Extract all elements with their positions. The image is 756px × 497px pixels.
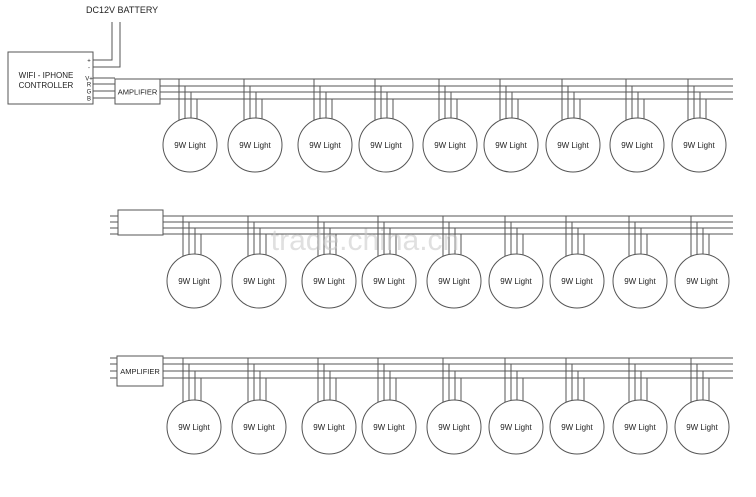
- light-circle: [162, 117, 218, 173]
- amplifier-box: [116, 355, 164, 387]
- light-label: 9W Light: [370, 141, 402, 150]
- light-circle: [231, 253, 287, 309]
- light-circle: [549, 253, 605, 309]
- light-circle: [612, 399, 668, 455]
- battery-wire-negative: [93, 22, 121, 68]
- light-circle: [166, 399, 222, 455]
- light-label: 9W Light: [243, 277, 275, 286]
- light-label: 9W Light: [438, 423, 470, 432]
- light-label: 9W Light: [561, 423, 593, 432]
- controller-pin-label: +: [87, 59, 91, 65]
- light-circle: [488, 399, 544, 455]
- light-label: 9W Light: [313, 277, 345, 286]
- light-label: 9W Light: [624, 277, 656, 286]
- amplifier-label: AMPLIFIER: [120, 367, 160, 376]
- battery-wire-positive: [93, 22, 113, 61]
- light-circle: [612, 253, 668, 309]
- light-label: 9W Light: [434, 141, 466, 150]
- light-circle: [674, 399, 730, 455]
- controller-pin-label: V+: [85, 77, 93, 83]
- light-circle: [301, 399, 357, 455]
- light-circle: [545, 117, 601, 173]
- light-label: 9W Light: [174, 141, 206, 150]
- light-label: 9W Light: [495, 141, 527, 150]
- controller-pin-label: R: [87, 83, 92, 89]
- light-circle: [297, 117, 353, 173]
- light-circle: [422, 117, 478, 173]
- light-circle: [301, 253, 357, 309]
- controller-pin-label: G: [87, 90, 92, 96]
- light-label: 9W Light: [686, 423, 718, 432]
- light-label: 9W Light: [309, 141, 341, 150]
- light-label: 9W Light: [621, 141, 653, 150]
- light-circle: [674, 253, 730, 309]
- light-label: 9W Light: [243, 423, 275, 432]
- light-label: 9W Light: [500, 423, 532, 432]
- light-label: 9W Light: [178, 423, 210, 432]
- light-label: 9W Light: [557, 141, 589, 150]
- light-label: 9W Light: [561, 277, 593, 286]
- light-circle: [166, 253, 222, 309]
- light-label: 9W Light: [683, 141, 715, 150]
- light-circle: [227, 117, 283, 173]
- light-circle: [358, 117, 414, 173]
- light-circle: [609, 117, 665, 173]
- light-label: 9W Light: [178, 277, 210, 286]
- light-label: 9W Light: [239, 141, 271, 150]
- light-circle: [426, 253, 482, 309]
- light-circle: [361, 253, 417, 309]
- controller-label-line1: WIFI - IPHONE: [19, 71, 74, 80]
- light-label: 9W Light: [624, 423, 656, 432]
- light-label: 9W Light: [500, 277, 532, 286]
- battery-label: DC12V BATTERY: [86, 5, 158, 15]
- amplifier-label: AMPLIFIER: [118, 88, 158, 97]
- light-circle: [488, 253, 544, 309]
- watermark-text: trade.china.cn: [271, 224, 459, 257]
- light-circle: [483, 117, 539, 173]
- light-label: 9W Light: [373, 423, 405, 432]
- light-label: 9W Light: [686, 277, 718, 286]
- light-circle: [671, 117, 727, 173]
- amplifier-box: [117, 209, 164, 236]
- light-label: 9W Light: [373, 277, 405, 286]
- light-label: 9W Light: [313, 423, 345, 432]
- light-circle: [549, 399, 605, 455]
- controller-pin-label: -: [88, 66, 90, 72]
- controller-label-line2: CONTROLLER: [19, 81, 74, 90]
- light-label: 9W Light: [438, 277, 470, 286]
- controller-box: [7, 51, 94, 105]
- amplifier-box: [114, 78, 161, 105]
- controller-pin-label: B: [87, 97, 91, 103]
- light-circle: [361, 399, 417, 455]
- light-circle: [426, 399, 482, 455]
- light-circle: [231, 399, 287, 455]
